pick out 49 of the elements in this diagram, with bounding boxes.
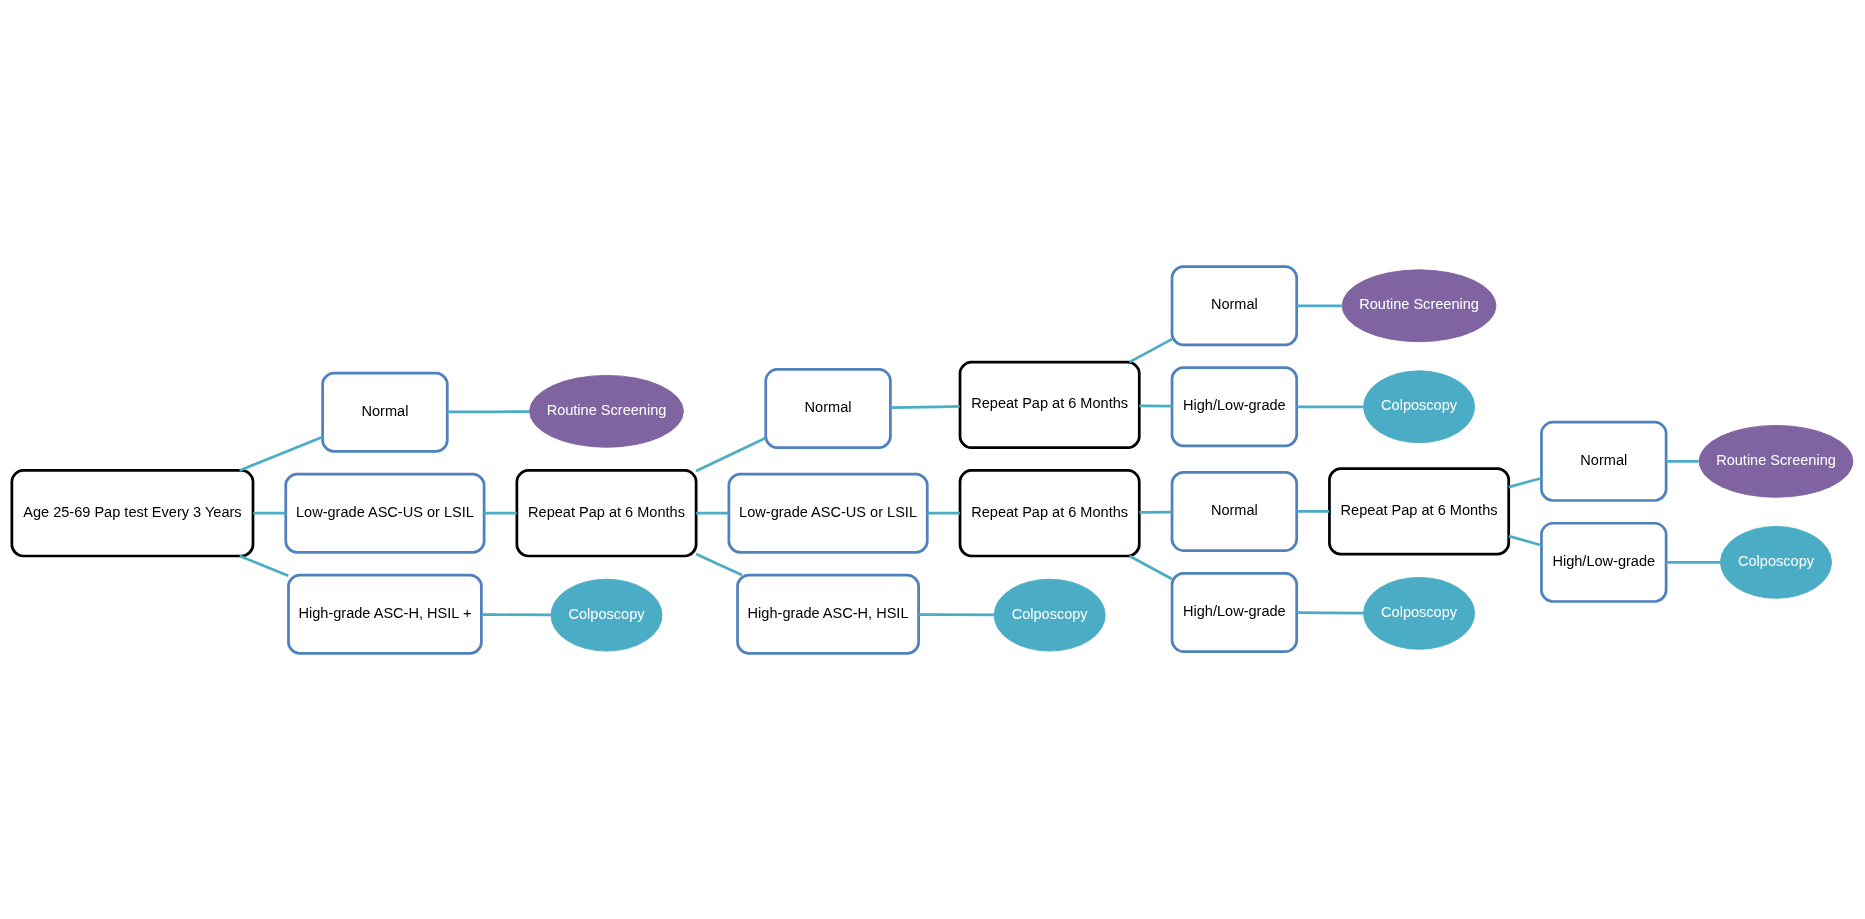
connector [695,436,767,472]
connector [1128,337,1173,363]
connector [1508,534,1542,547]
node-ellipse: Routine Screening [1341,268,1497,342]
connector [1139,403,1172,408]
connector [1296,303,1342,307]
connector [1296,610,1364,614]
connector [1666,560,1721,564]
node-box: Low-grade ASC-US or LSIL [284,472,486,554]
node-box: Normal [1170,264,1299,346]
node-ellipse: Colposcopy [1363,369,1476,443]
connector [447,409,530,413]
connector [890,404,960,409]
connector [1296,509,1330,513]
node-box: Low-grade ASC-US or LSIL [727,472,929,554]
connector [481,612,551,616]
connector [239,554,289,577]
connector [253,511,286,515]
node-ellipse: Colposcopy [1363,576,1476,650]
node-ellipse: Colposcopy [993,578,1106,652]
node-box: Normal [1170,470,1299,552]
connector [695,552,743,576]
node-box: High/Low-grade [1170,571,1299,653]
node-box: Normal [764,367,892,449]
connector [918,612,994,616]
node-box: Repeat Pap at 6 Months [958,468,1141,557]
node-box: Repeat Pap at 6 Months [958,360,1141,449]
node-box: Normal [321,371,449,453]
node-box: Age 25-69 Pap test Every 3 Years [10,468,255,557]
connector [239,435,324,472]
connector [484,511,517,515]
node-box: High/Low-grade [1540,521,1668,603]
node-ellipse: Routine Screening [1698,424,1854,498]
connector [1666,459,1699,463]
connector [1128,554,1173,580]
connector [1296,404,1364,408]
connector [1508,476,1542,488]
node-box: Normal [1540,420,1668,502]
node-box: Repeat Pap at 6 Months [515,468,698,557]
node-box: High/Low-grade [1170,365,1299,447]
connector [927,511,960,515]
connector [696,511,729,515]
node-box: High-grade ASC-H, HSIL + [287,573,483,655]
node-ellipse: Colposcopy [550,578,663,652]
connector [1139,510,1172,514]
node-box: Repeat Pap at 6 Months [1328,466,1511,556]
node-ellipse: Colposcopy [1720,525,1832,599]
node-ellipse: Routine Screening [529,374,684,448]
node-box: High-grade ASC-H, HSIL [736,573,920,655]
